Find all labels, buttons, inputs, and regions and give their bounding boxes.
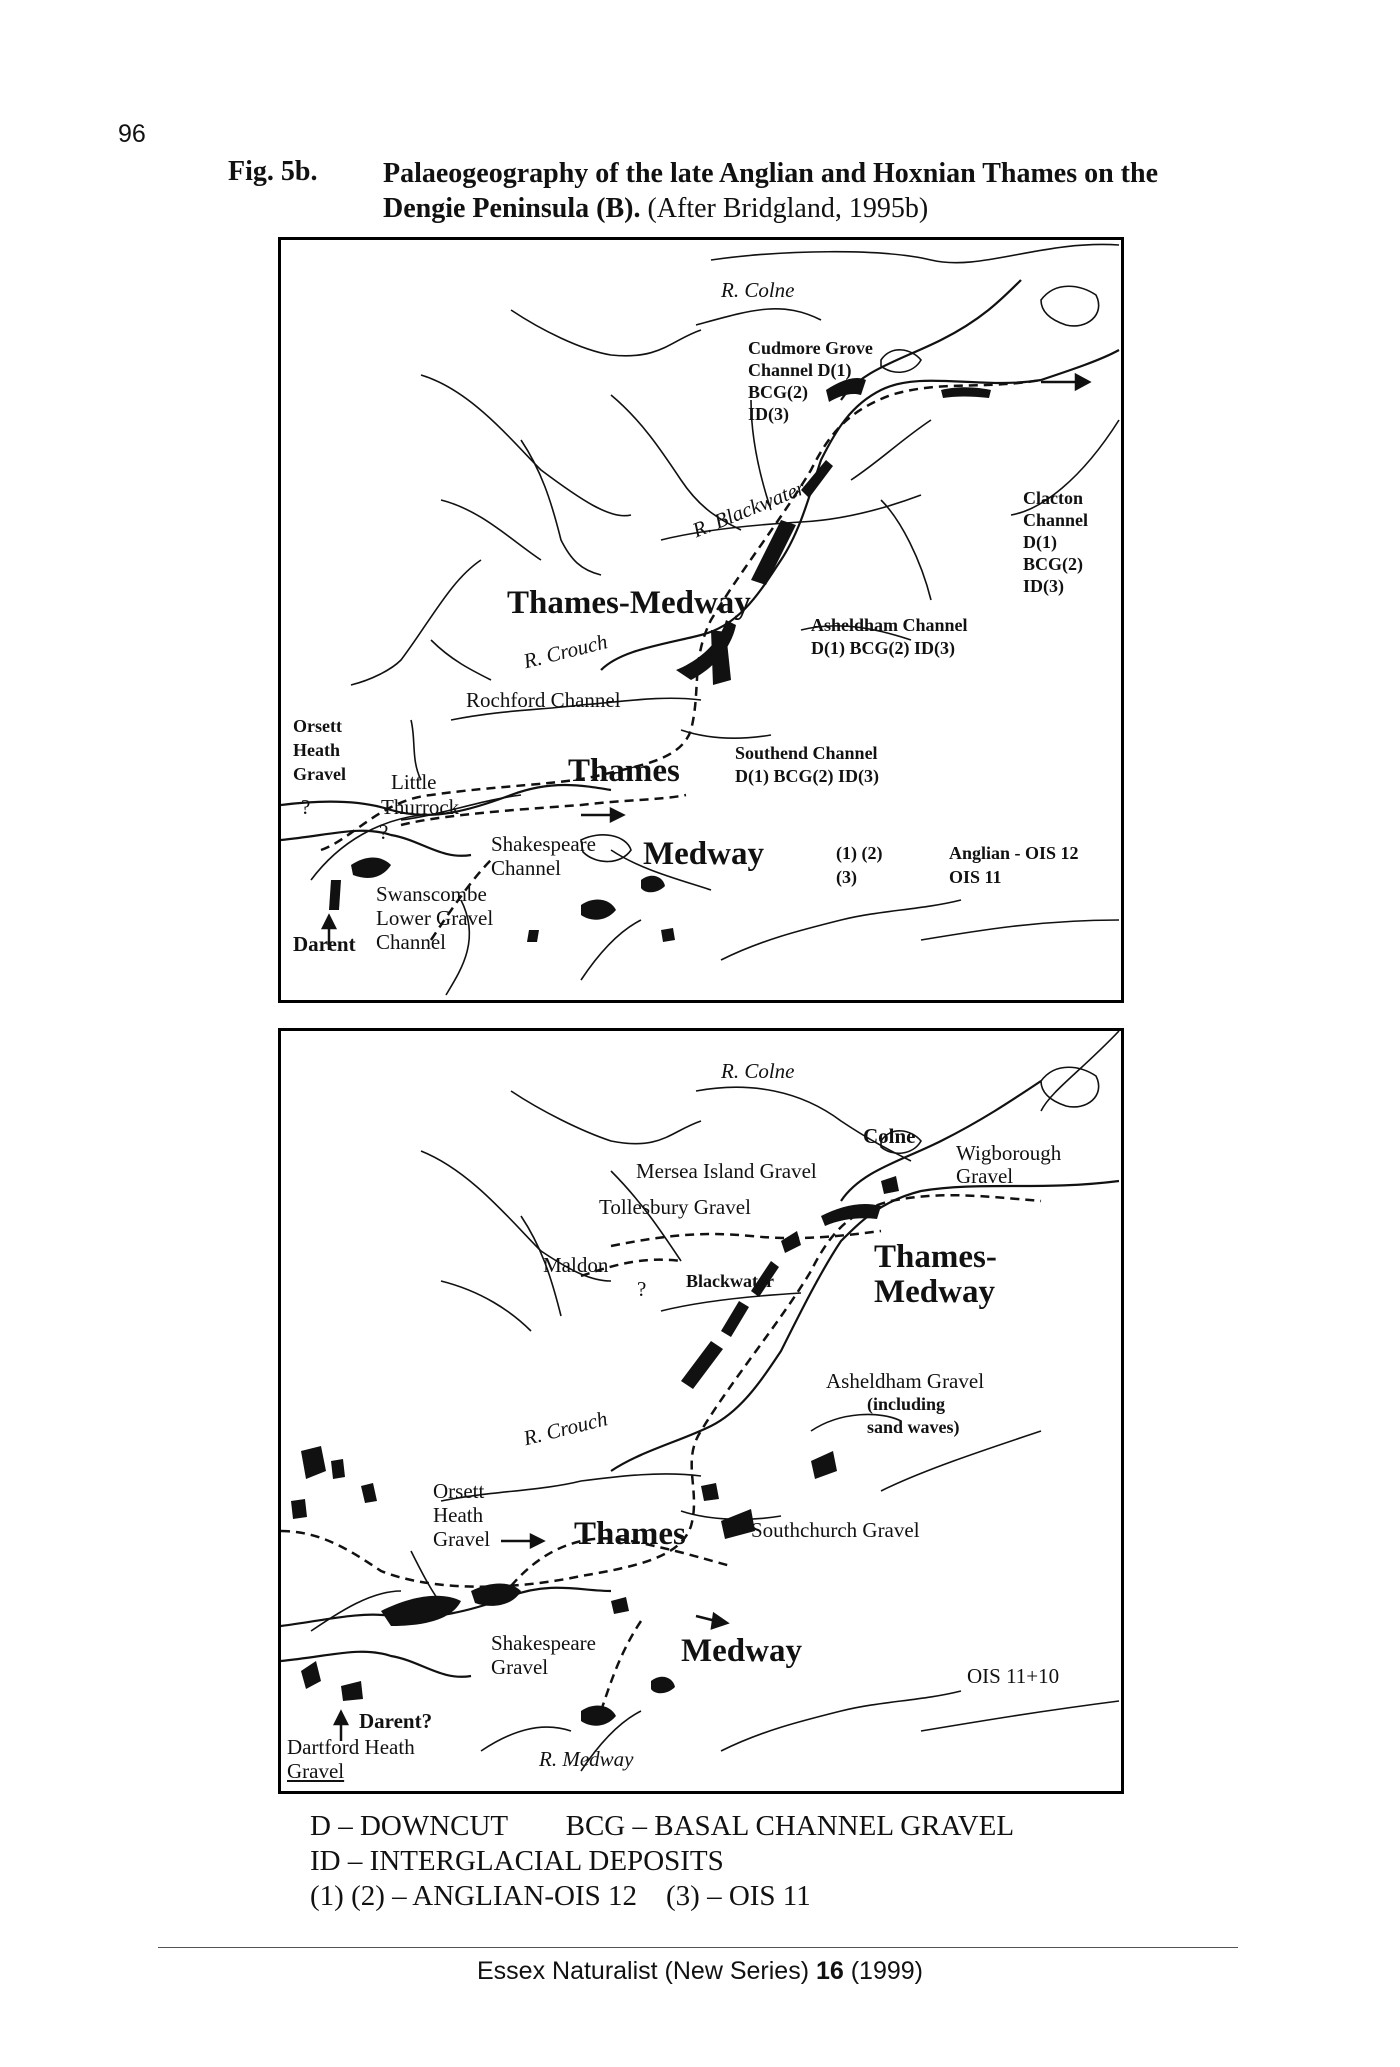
map-b-islands: [480, 1066, 1100, 1772]
label-little-2: Thurrock: [381, 795, 460, 819]
page-footer: Essex Naturalist (New Series) 16 (1999): [0, 1957, 1400, 1986]
figure-title-citation: (After Bridgland, 1995b): [640, 193, 929, 224]
map-a-drawing: [281, 243, 1120, 996]
label-clacton-3: D(1): [1023, 532, 1057, 552]
label-wigborough-1: Wigborough: [956, 1141, 1062, 1165]
label-clacton-2: Channel: [1023, 510, 1089, 530]
page-number: 96: [118, 120, 146, 148]
label-darent: Darent: [293, 932, 356, 956]
map-b-arrows: [332, 1532, 730, 1741]
label-medway: Medway: [681, 1633, 802, 1669]
label-darent: Darent?: [359, 1709, 433, 1733]
label-clacton-5: ID(3): [1023, 576, 1064, 596]
figure-label: Fig. 5b.: [228, 156, 318, 187]
label-orsett-3: Gravel: [433, 1527, 491, 1551]
figure-legend: D – DOWNCUT BCG – BASAL CHANNEL GRAVEL I…: [310, 1809, 1014, 1914]
label-wigborough-2: Gravel: [956, 1164, 1014, 1188]
label-asheldham-3: sand waves): [867, 1417, 960, 1437]
footer-journal: Essex Naturalist (New Series): [476, 1957, 816, 1985]
label-clacton-1: Clacton: [1023, 488, 1083, 508]
label-question-2: ?: [379, 820, 389, 844]
label-r-colne: R. Colne: [721, 1059, 795, 1083]
label-r-colne: R. Colne: [721, 278, 795, 302]
map-anglian-thames: R. Colne Cudmore Grove Channel D(1) BCG(…: [278, 237, 1124, 1003]
label-shakespeare-2: Gravel: [491, 1655, 549, 1679]
label-cudmore-1: Cudmore Grove: [748, 338, 873, 358]
label-asheldham-1: Asheldham Channel: [811, 615, 968, 635]
label-thames: Thames: [574, 1516, 686, 1552]
label-thames-medway-2: Medway: [874, 1274, 995, 1310]
label-key-2a: (3): [836, 867, 857, 887]
map-b-channel: [281, 1194, 1042, 1712]
label-ois: OIS 11+10: [967, 1664, 1060, 1688]
figure-title: Palaeogeography of the late Anglian and …: [383, 156, 1183, 226]
label-key-2b: OIS 11: [949, 867, 1002, 887]
label-shakespeare-1: Shakespeare: [491, 1631, 596, 1655]
map-b-drawing: [281, 1031, 1120, 1772]
label-maldon: Maldon: [543, 1253, 609, 1277]
label-dartford-1: Dartford Heath: [287, 1735, 415, 1759]
label-blackwater: Blackwater: [686, 1271, 774, 1291]
label-asheldham-2: D(1) BCG(2) ID(3): [811, 638, 955, 658]
label-cudmore-4: ID(3): [748, 404, 789, 424]
label-question-1: ?: [301, 795, 311, 819]
label-shakespeare-1: Shakespeare: [491, 832, 596, 856]
map-a-deposits: [329, 378, 991, 942]
map-b-coast: [281, 1080, 1120, 1678]
map-hoxnian-thames: R. Colne Colne Mersea Island Gravel Wigb…: [278, 1028, 1124, 1794]
label-colne: Colne: [863, 1124, 916, 1148]
label-thames-medway-1: Thames-: [874, 1239, 997, 1275]
label-swanscombe-1: Swanscombe: [376, 882, 487, 906]
label-asheldham-1: Asheldham Gravel: [826, 1369, 985, 1393]
label-swanscombe-2: Lower Gravel: [376, 906, 494, 930]
label-southchurch: Southchurch Gravel: [751, 1518, 920, 1542]
map-a-coast: [281, 279, 1120, 857]
label-key-1a: (1) (2): [836, 843, 883, 863]
label-tollesbury: Tollesbury Gravel: [599, 1195, 751, 1219]
label-southend-2: D(1) BCG(2) ID(3): [735, 766, 879, 786]
label-key-1b: Anglian - OIS 12: [949, 843, 1079, 863]
label-darent-channel: Channel: [376, 930, 446, 954]
label-medway: Medway: [643, 836, 764, 872]
label-orsett-1: Orsett: [433, 1479, 485, 1503]
footer-divider: [158, 1947, 1238, 1948]
label-thames-medway: Thames-Medway: [507, 585, 751, 621]
map-a-rivers: [310, 243, 1120, 996]
legend-line-1: D – DOWNCUT BCG – BASAL CHANNEL GRAVEL: [310, 1810, 1015, 1842]
label-cudmore-3: BCG(2): [748, 382, 808, 402]
legend-line-2: ID – INTERGLACIAL DEPOSITS: [310, 1845, 724, 1877]
label-dartford-2: Gravel: [287, 1759, 345, 1783]
label-rochford-channel: Rochford Channel: [466, 688, 621, 712]
label-mersea: Mersea Island Gravel: [636, 1159, 817, 1183]
label-question: ?: [637, 1277, 647, 1301]
map-a-islands: [580, 285, 1100, 981]
label-southend-1: Southend Channel: [735, 743, 878, 763]
map-b-rivers: [310, 1031, 1120, 1752]
label-little-1: Little: [391, 770, 437, 794]
map-a-arrows: [320, 372, 1092, 950]
footer-volume: 16: [815, 1957, 844, 1985]
map-b-deposits: [291, 1176, 899, 1726]
label-asheldham-2: (including: [867, 1394, 946, 1414]
label-orsett-2: Heath: [433, 1503, 484, 1527]
legend-line-3: (1) (2) – ANGLIAN-OIS 12 (3) – OIS 11: [310, 1880, 811, 1912]
footer-year: (1999): [843, 1957, 923, 1985]
figure-title-bold: Palaeogeography of the late Anglian and …: [383, 158, 1159, 224]
label-orsett-1: Orsett: [293, 716, 342, 736]
label-r-medway: R. Medway: [539, 1747, 634, 1771]
label-clacton-4: BCG(2): [1023, 554, 1083, 574]
map-a-channel: [320, 378, 1042, 941]
label-cudmore-2: Channel D(1): [748, 360, 852, 380]
label-thames: Thames: [568, 753, 680, 789]
label-shakespeare-2: Channel: [491, 856, 561, 880]
label-orsett-2: Heath: [293, 740, 340, 760]
label-orsett-3: Gravel: [293, 764, 346, 784]
